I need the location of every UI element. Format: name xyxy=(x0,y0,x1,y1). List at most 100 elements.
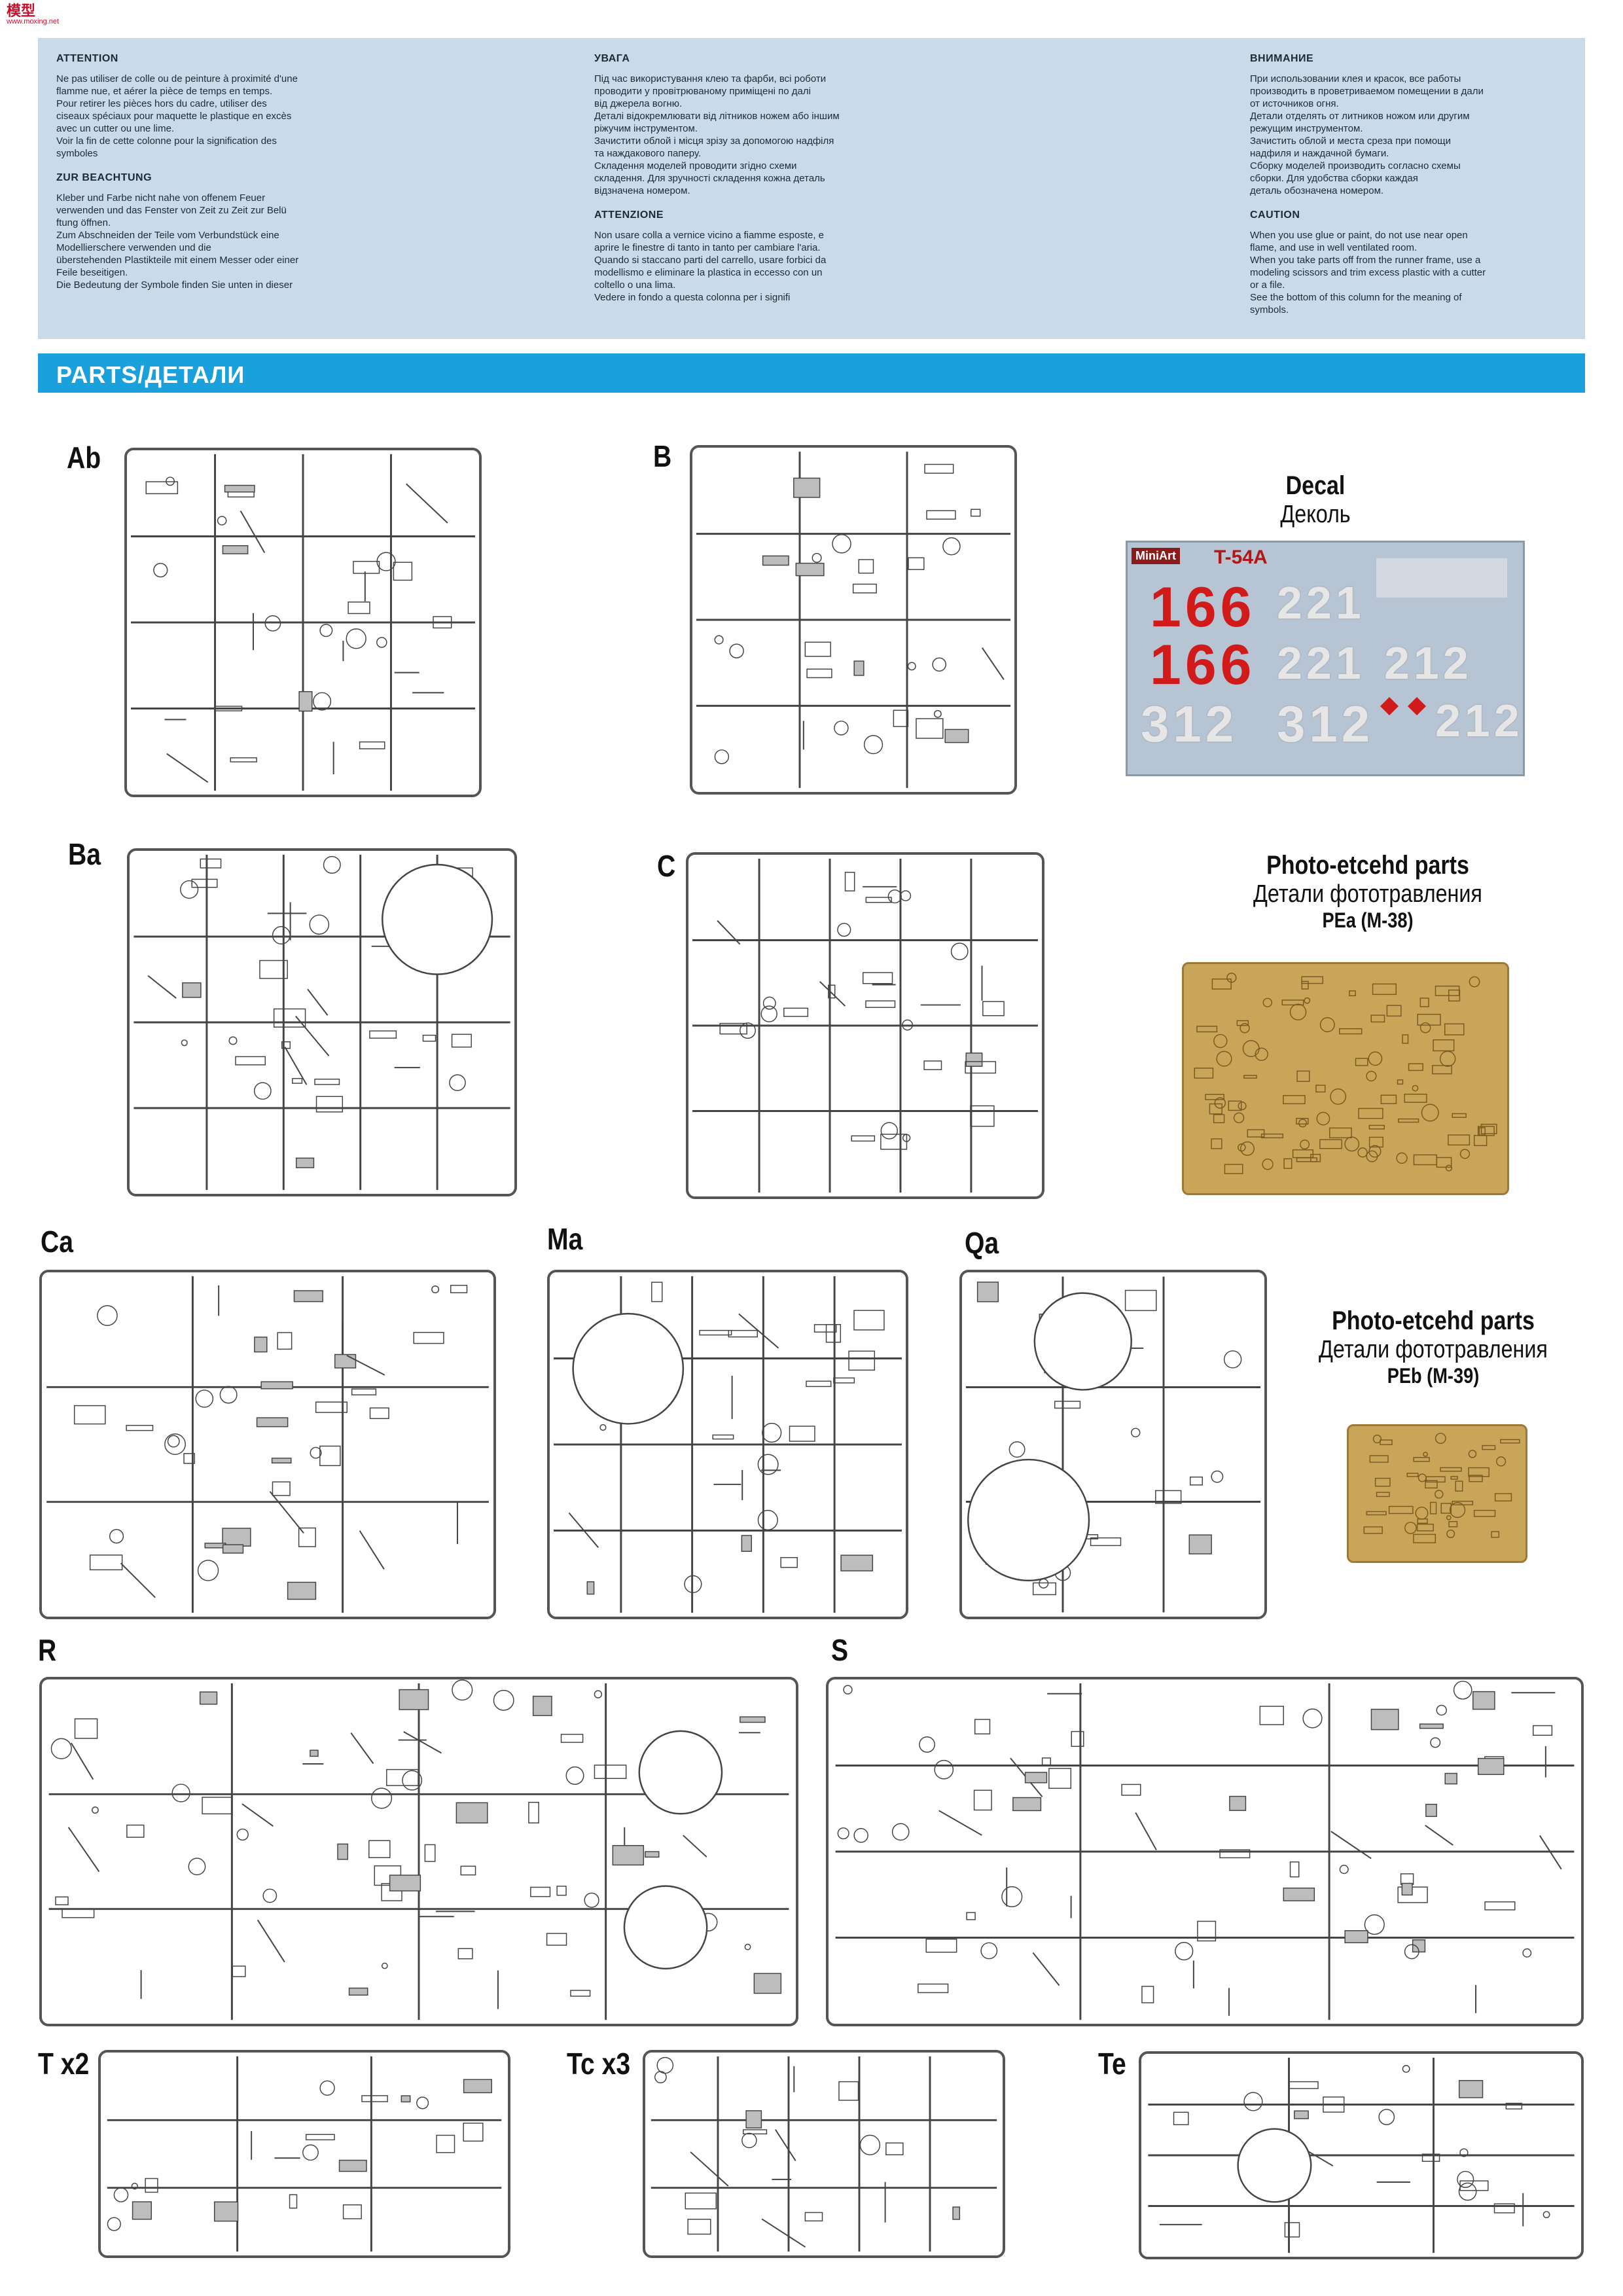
etched-part xyxy=(1404,1522,1417,1534)
etched-part xyxy=(1435,985,1460,996)
part xyxy=(1229,1795,1247,1811)
part xyxy=(199,1691,218,1705)
etched-part xyxy=(1213,1033,1228,1049)
etched-part xyxy=(1238,1143,1246,1152)
part xyxy=(371,1787,393,1809)
part xyxy=(413,1331,444,1344)
part xyxy=(980,1942,998,1960)
part xyxy=(837,1827,849,1840)
part xyxy=(789,1426,815,1442)
part xyxy=(1401,1882,1413,1896)
part xyxy=(833,1377,855,1384)
part xyxy=(1188,1534,1212,1554)
part xyxy=(1294,2110,1309,2119)
part xyxy=(406,483,448,524)
part xyxy=(1459,2148,1469,2157)
etched-part xyxy=(1368,1124,1385,1130)
part xyxy=(259,960,288,979)
part xyxy=(973,1789,992,1811)
etched-part xyxy=(1444,1023,1465,1035)
decal-number: 221 xyxy=(1277,577,1365,628)
sprue-ab xyxy=(124,448,482,797)
part xyxy=(1284,2222,1300,2238)
part xyxy=(1330,1831,1372,1859)
sprue-label-r: R xyxy=(38,1633,57,1667)
part xyxy=(305,2134,335,2141)
sprue-label-b: B xyxy=(653,439,672,473)
part xyxy=(753,1973,782,1994)
part xyxy=(181,1039,188,1047)
part xyxy=(1259,1706,1284,1725)
part xyxy=(1189,1477,1203,1486)
part xyxy=(1477,1757,1505,1775)
etched-part xyxy=(1366,1511,1387,1516)
part xyxy=(1404,1944,1419,1960)
etched-part xyxy=(1329,1127,1352,1139)
part xyxy=(806,668,832,679)
part xyxy=(775,2129,796,2161)
part xyxy=(1493,2203,1515,2214)
etched-part xyxy=(1247,1129,1265,1138)
part xyxy=(319,1445,341,1467)
part xyxy=(337,1843,349,1860)
decal-number: 166 xyxy=(1150,576,1256,639)
ring-part xyxy=(1033,1292,1132,1391)
etched-part xyxy=(1330,1088,1347,1105)
part xyxy=(460,1865,476,1876)
part xyxy=(416,2096,429,2109)
part xyxy=(684,1575,702,1594)
part xyxy=(240,510,266,553)
part xyxy=(315,1401,348,1413)
part xyxy=(334,1354,357,1369)
part xyxy=(944,728,969,744)
part xyxy=(272,925,291,944)
part xyxy=(981,647,1005,680)
sprue-label-tc: Tc x3 xyxy=(567,2047,631,2081)
part xyxy=(848,1350,876,1371)
part xyxy=(313,692,332,711)
part xyxy=(319,2080,335,2096)
part xyxy=(1124,1289,1157,1312)
sprue-s-drawing xyxy=(835,1680,1575,2020)
part xyxy=(386,1768,419,1786)
part xyxy=(1090,1537,1122,1547)
decal-sheet: MiniArt T-54A 166 166 221 221 312 312 21… xyxy=(1126,541,1525,776)
etched-part xyxy=(1459,1149,1471,1159)
etched-part xyxy=(1439,1050,1456,1067)
etched-part xyxy=(1370,1014,1385,1023)
etched-part xyxy=(1283,1095,1306,1105)
part xyxy=(762,555,789,566)
part xyxy=(236,1828,249,1841)
section-title: PARTS/ДЕТАЛИ xyxy=(56,361,245,388)
part xyxy=(1339,1865,1349,1874)
part xyxy=(310,1446,322,1459)
part xyxy=(813,1324,837,1333)
part xyxy=(837,923,851,937)
part xyxy=(295,1015,330,1056)
part xyxy=(166,476,175,486)
part xyxy=(319,624,333,637)
etched-part xyxy=(1417,1518,1428,1524)
part xyxy=(891,1823,910,1841)
etched-part xyxy=(1425,1476,1446,1483)
etched-part xyxy=(1480,1123,1497,1134)
part xyxy=(530,1886,551,1897)
part xyxy=(902,1019,914,1031)
part xyxy=(183,1453,195,1464)
etched-part xyxy=(1397,1079,1404,1085)
part xyxy=(728,1329,758,1338)
part xyxy=(1419,1723,1444,1729)
sprue-label-te: Te xyxy=(1098,2047,1126,2081)
part xyxy=(350,1732,374,1765)
part xyxy=(528,1801,539,1823)
part xyxy=(422,1034,437,1042)
etched-part xyxy=(1413,1154,1437,1166)
part xyxy=(260,1381,293,1390)
part xyxy=(463,2079,492,2094)
part xyxy=(262,1888,277,1903)
etched-part xyxy=(1455,1480,1463,1492)
etched-part xyxy=(1372,1434,1382,1444)
part xyxy=(853,1828,868,1843)
part xyxy=(656,2056,674,2074)
part xyxy=(1458,2080,1484,2098)
